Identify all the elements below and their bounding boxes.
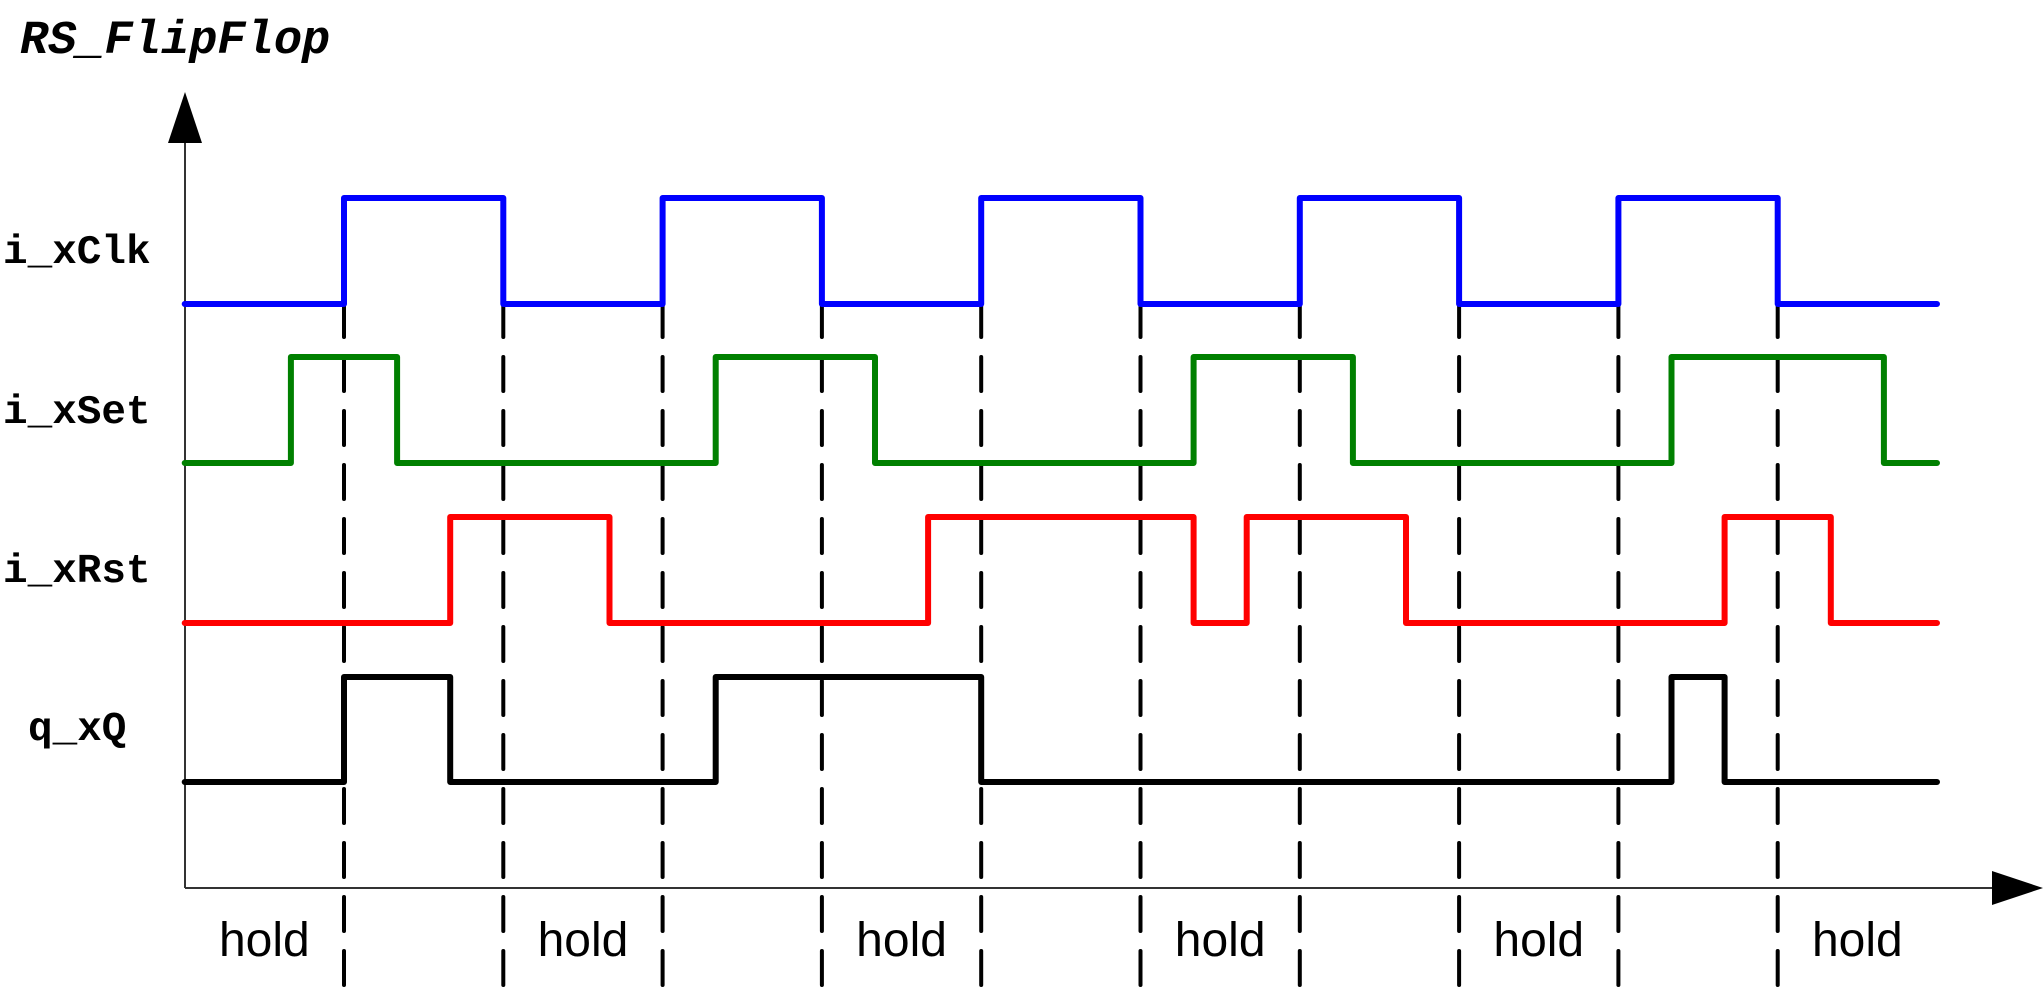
waveforms xyxy=(181,195,1940,785)
signal-label-q: q_xQ xyxy=(28,707,126,753)
signal-label-rst: i_xRst xyxy=(3,549,151,595)
waveform-q xyxy=(181,674,1940,785)
waveform-rst xyxy=(181,514,1940,626)
signal-label-clk: i_xClk xyxy=(3,230,151,276)
hold-label: hold xyxy=(538,914,629,967)
y-axis-arrow-icon xyxy=(168,92,202,143)
hold-label: hold xyxy=(1812,914,1903,967)
hold-label: hold xyxy=(1175,914,1266,967)
diagram-title: RS_FlipFlop xyxy=(20,15,330,68)
hold-annotations: hold hold hold hold hold hold xyxy=(219,914,1903,967)
hold-label: hold xyxy=(1493,914,1584,967)
x-axis-arrow-icon xyxy=(1992,871,2043,905)
hold-label: hold xyxy=(219,914,310,967)
signal-label-set: i_xSet xyxy=(3,390,151,436)
clock-edge-markers xyxy=(342,301,1780,987)
axes xyxy=(168,92,2043,905)
hold-label: hold xyxy=(856,914,947,967)
waveform-set xyxy=(181,354,1940,466)
waveform-clk xyxy=(181,195,1940,307)
